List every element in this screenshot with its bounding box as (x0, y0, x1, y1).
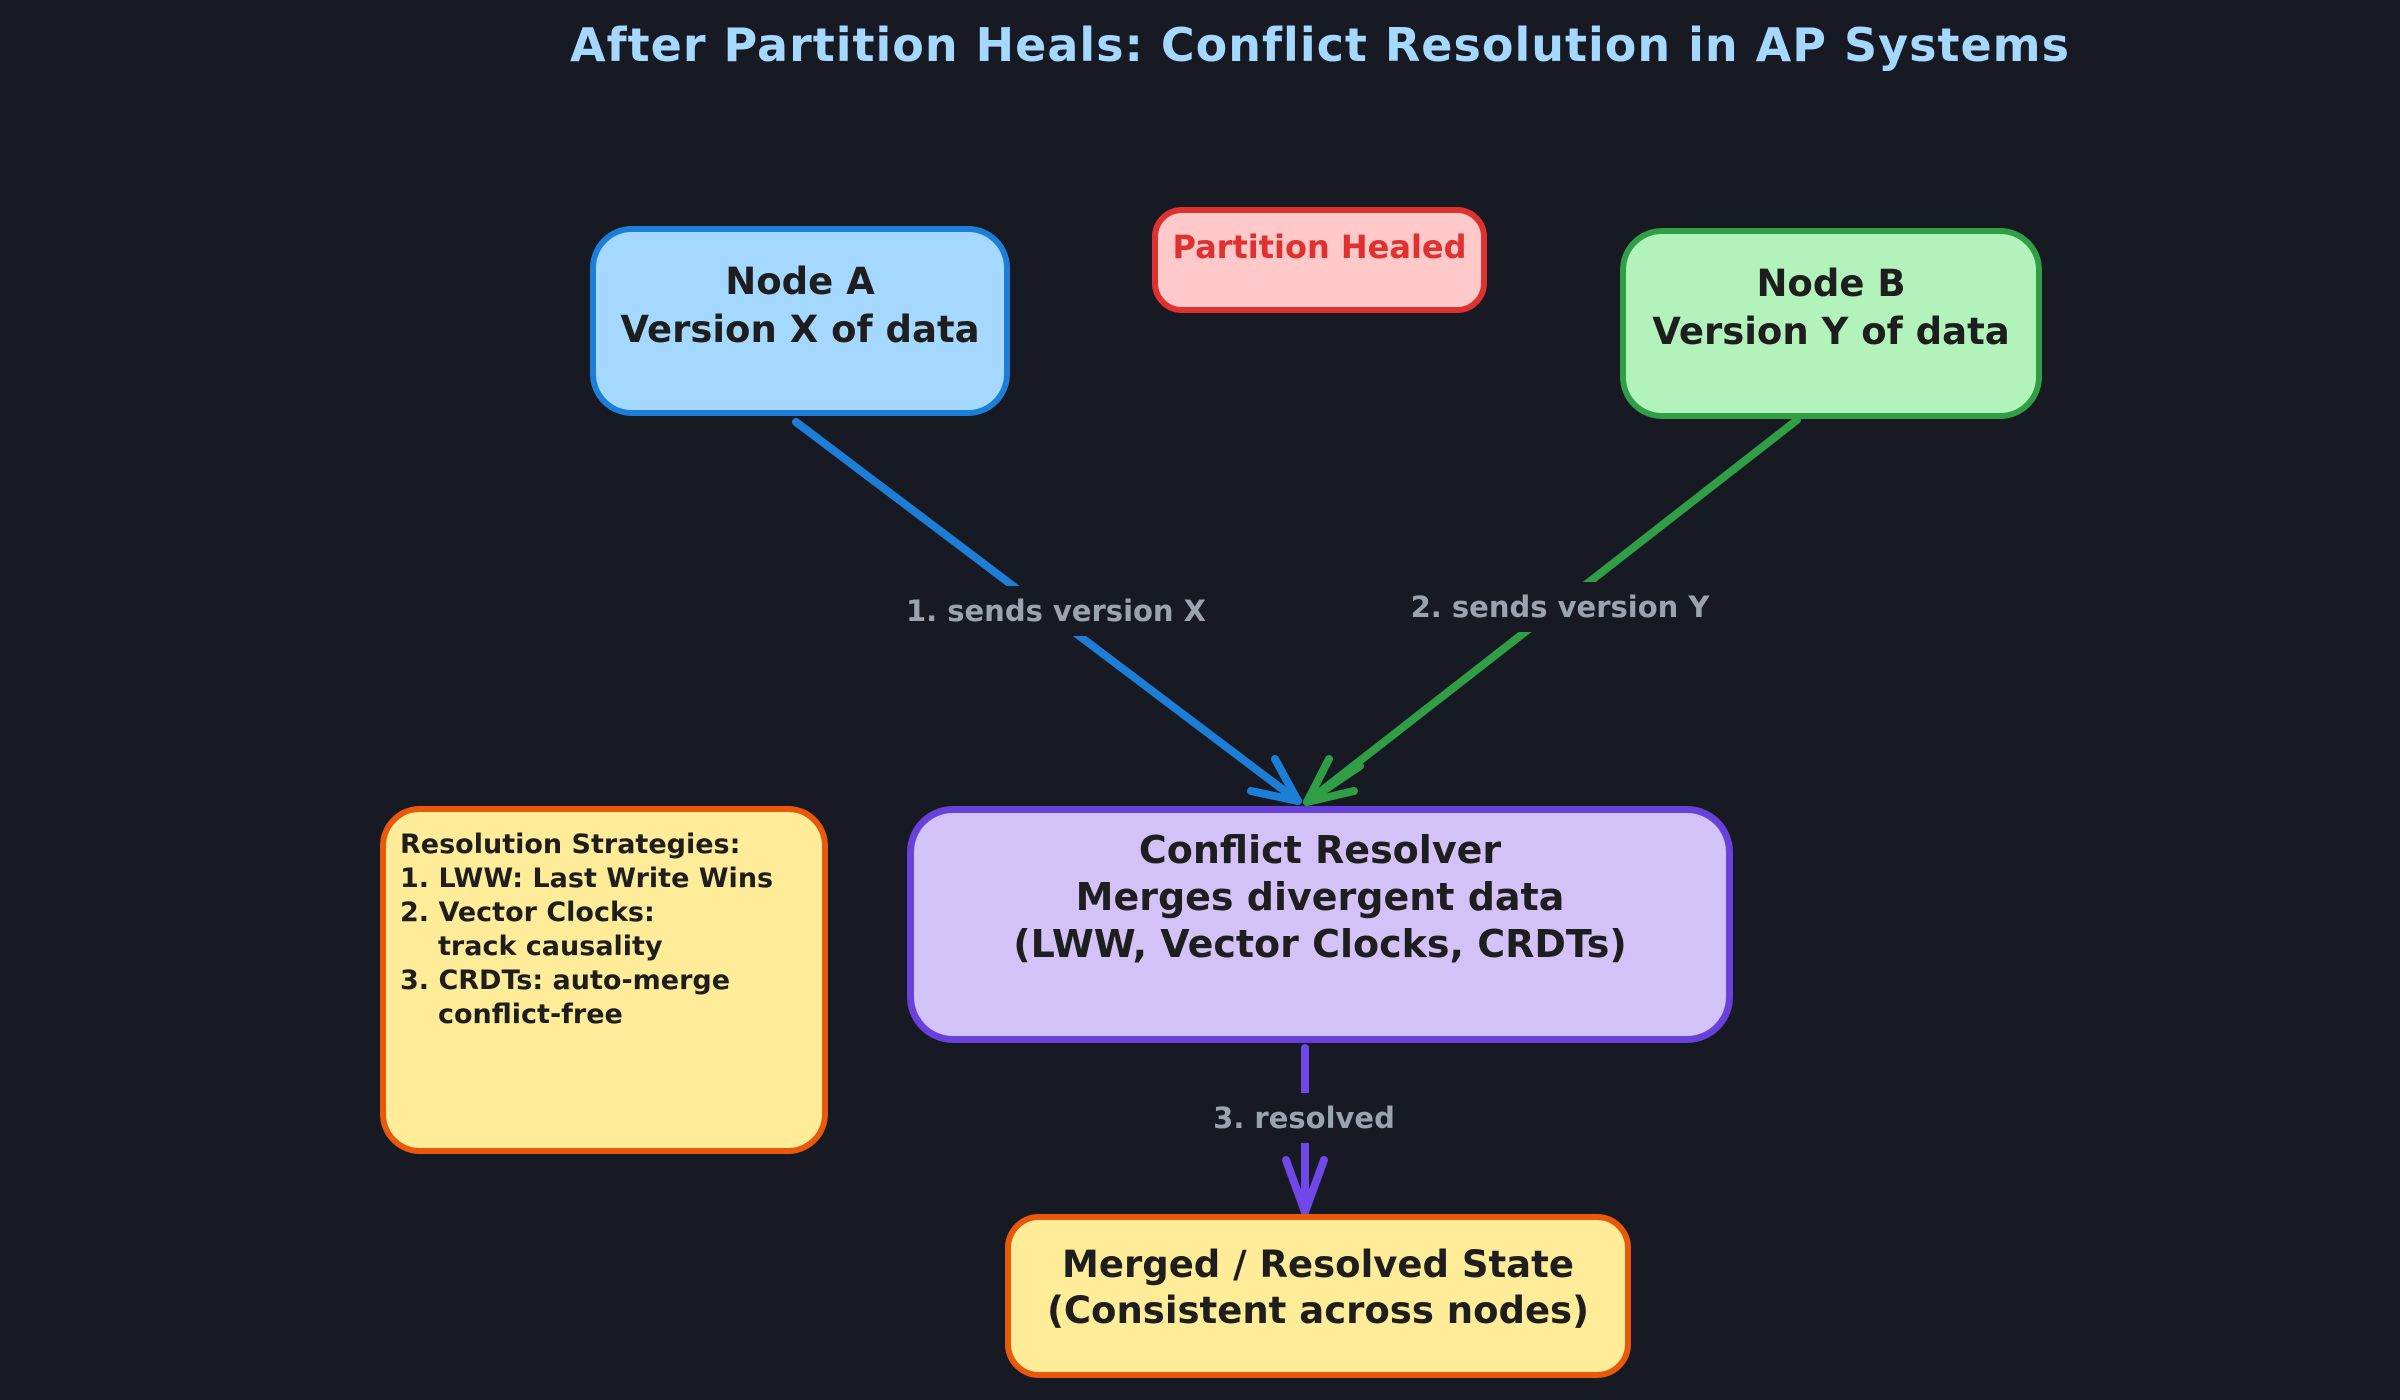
strategies-item-lww: 1. LWW: Last Write Wins (400, 863, 774, 894)
node-a-box: Node A Version X of data (590, 226, 1010, 416)
edge-label-sends-version-y: 2. sends version Y (1394, 582, 1726, 632)
node-a-title: Node A (725, 260, 875, 303)
merged-state-box: Merged / Resolved State (Consistent acro… (1005, 1214, 1631, 1378)
strategies-item-vector-clocks: 2. Vector Clocks: (400, 897, 655, 928)
merged-title: Merged / Resolved State (1062, 1243, 1574, 1286)
strategies-item-crdts: 3. CRDTs: auto-merge (400, 965, 731, 996)
edge-label-resolved: 3. resolved (1197, 1093, 1411, 1143)
strategies-heading: Resolution Strategies: (400, 829, 741, 860)
resolver-methods: (LWW, Vector Clocks, CRDTs) (1013, 922, 1627, 966)
resolution-strategies-note: Resolution Strategies: 1. LWW: Last Writ… (380, 806, 828, 1154)
strategies-item-vector-clocks-cont: track causality (438, 931, 663, 962)
edge-label-sends-version-x: 1. sends version X (889, 586, 1223, 636)
node-b-box: Node B Version Y of data (1620, 228, 2042, 419)
partition-healed-label: Partition Healed (1172, 228, 1467, 266)
strategies-item-crdts-cont: conflict-free (438, 999, 623, 1030)
resolver-title: Conflict Resolver (1138, 828, 1502, 872)
diagram-title: After Partition Heals: Conflict Resoluti… (570, 18, 2070, 72)
conflict-resolver-box: Conflict Resolver Merges divergent data … (907, 806, 1733, 1043)
partition-healed-box: Partition Healed (1152, 207, 1487, 313)
merged-subtitle: (Consistent across nodes) (1046, 1289, 1589, 1332)
node-b-subtitle: Version Y of data (1652, 310, 2010, 353)
node-b-title: Node B (1756, 262, 1906, 305)
node-a-subtitle: Version X of data (620, 308, 980, 351)
resolver-subtitle: Merges divergent data (1075, 875, 1565, 919)
